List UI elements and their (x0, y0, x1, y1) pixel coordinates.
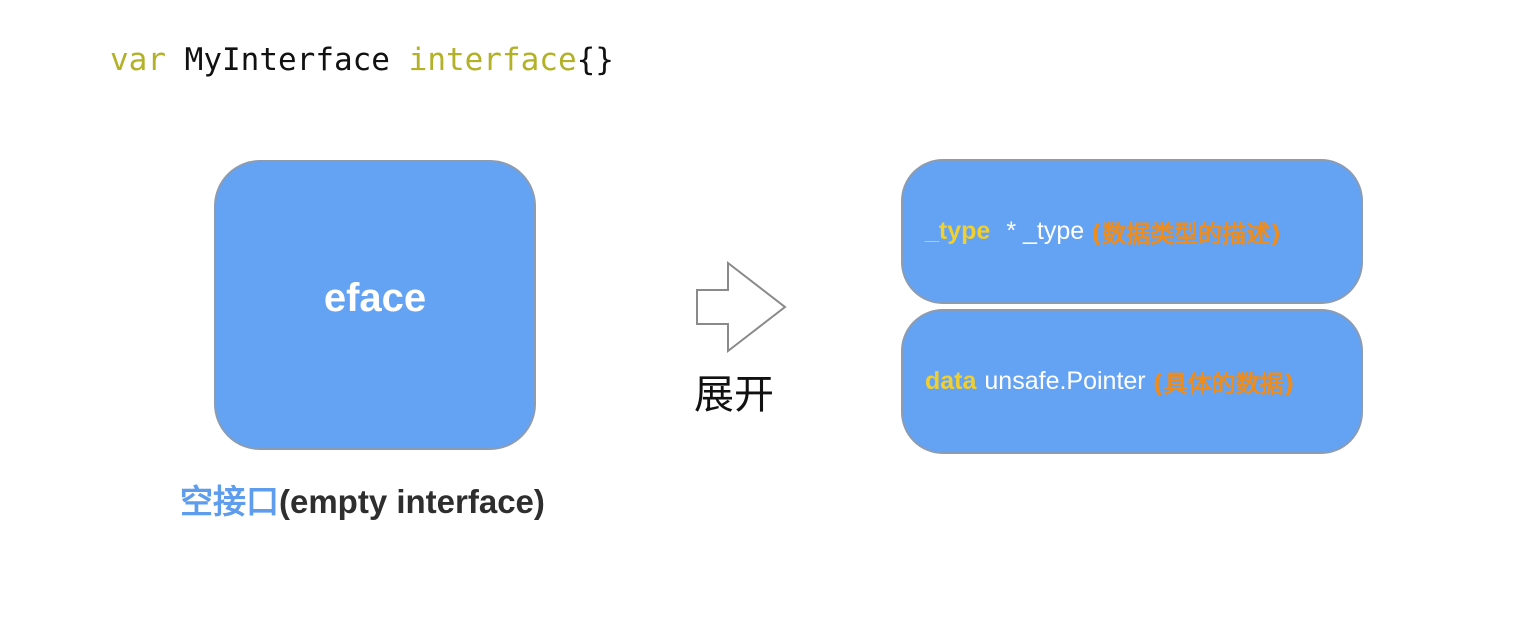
code-keyword-interface: interface (408, 42, 577, 78)
field-type-type: * _type (1006, 217, 1085, 245)
field-data-desc: (具体的数据) (1152, 370, 1295, 398)
caption-cn: 空接口 (180, 482, 279, 521)
field-type-desc: (数据类型的描述) (1091, 220, 1282, 248)
field-data-box: data unsafe.Pointer (具体的数据) (901, 309, 1363, 454)
field-type-name: _type (925, 217, 991, 245)
field-data-type: unsafe.Pointer (984, 367, 1146, 395)
code-identifier: MyInterface (184, 42, 390, 78)
eface-box: eface (214, 160, 536, 450)
field-data-name: data (925, 367, 977, 395)
eface-caption: 空接口(empty interface) (180, 478, 545, 526)
right-arrow-icon (696, 260, 787, 354)
caption-en: (empty interface) (279, 483, 545, 520)
eface-label: eface (323, 275, 427, 320)
expand-label: 展开 (694, 372, 774, 418)
field-type-box: _type * _type (数据类型的描述) (901, 159, 1363, 304)
code-keyword-var: var (110, 42, 166, 78)
code-braces: {} (576, 42, 614, 78)
code-declaration: var MyInterface interface{} (110, 36, 614, 84)
